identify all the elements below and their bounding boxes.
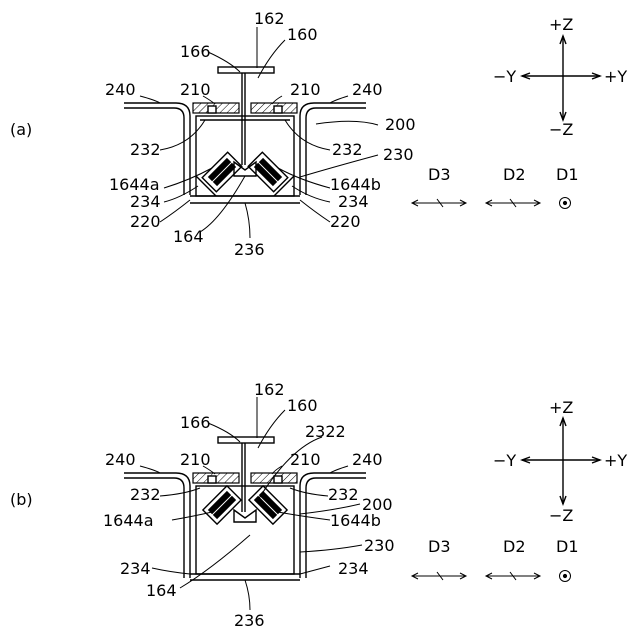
- axis-minus-y: −Y: [493, 67, 516, 86]
- dir-d3: D3: [428, 165, 451, 184]
- slot-right: [274, 106, 282, 113]
- axes-b: +Z −Z −Y +Y: [493, 398, 627, 525]
- label-240-left: 240: [105, 450, 136, 469]
- axis-minus-z: −Z: [549, 506, 573, 525]
- label-210-right: 210: [290, 80, 321, 99]
- actuator-1644b: [248, 152, 288, 192]
- dir-d3: D3: [428, 537, 451, 556]
- axis-minus-y: −Y: [493, 451, 516, 470]
- label-1644b: 1644b: [330, 511, 381, 530]
- panel-label: (b): [10, 490, 33, 509]
- label-230: 230: [364, 536, 395, 555]
- label-210-right: 210: [290, 450, 321, 469]
- label-234-right: 234: [338, 192, 369, 211]
- label-166: 166: [180, 42, 211, 61]
- label-2322: 2322: [305, 422, 346, 441]
- label-160: 160: [287, 396, 318, 415]
- label-200: 200: [385, 115, 416, 134]
- dir-d1: D1: [556, 165, 579, 184]
- dir-d1: D1: [556, 537, 579, 556]
- label-162: 162: [254, 9, 285, 28]
- axis-plus-y: +Y: [604, 67, 627, 86]
- axis-plus-z: +Z: [549, 398, 573, 417]
- slot-left: [208, 476, 216, 483]
- axis-plus-z: +Z: [549, 15, 573, 34]
- top-plate-162: [218, 67, 274, 73]
- label-162: 162: [254, 380, 285, 399]
- panel-a: (a): [10, 9, 627, 259]
- label-232-left: 232: [130, 485, 161, 504]
- label-210-left: 210: [180, 80, 211, 99]
- label-240-right: 240: [352, 80, 383, 99]
- top-plate-162: [218, 437, 274, 443]
- label-220-left: 220: [130, 212, 161, 231]
- label-164: 164: [146, 581, 177, 600]
- slot-right: [274, 476, 282, 483]
- label-240-right: 240: [352, 450, 383, 469]
- label-232-left: 232: [130, 140, 161, 159]
- axis-plus-y: +Y: [604, 451, 627, 470]
- actuator-1644a: [203, 486, 241, 524]
- label-234-left: 234: [130, 192, 161, 211]
- label-164: 164: [173, 227, 204, 246]
- axes-a: +Z −Z −Y +Y: [493, 15, 627, 139]
- label-234-right: 234: [338, 559, 369, 578]
- label-166: 166: [180, 413, 211, 432]
- label-160: 160: [287, 25, 318, 44]
- actuator-1644a: [202, 152, 242, 192]
- directions-b: D3 D2 D1: [412, 537, 579, 582]
- label-232-right: 232: [332, 140, 363, 159]
- label-230: 230: [383, 145, 414, 164]
- dir-d2: D2: [503, 165, 526, 184]
- directions-a: D3 D2 D1: [412, 165, 579, 209]
- panel-b: (b): [10, 380, 627, 630]
- label-220-right: 220: [330, 212, 361, 231]
- label-236: 236: [234, 611, 265, 630]
- label-1644a: 1644a: [103, 511, 154, 530]
- slot-left: [208, 106, 216, 113]
- label-236: 236: [234, 240, 265, 259]
- actuator-1644b: [249, 486, 287, 524]
- label-234-left: 234: [120, 559, 151, 578]
- axis-minus-z: −Z: [549, 120, 573, 139]
- label-240-left: 240: [105, 80, 136, 99]
- panel-label: (a): [10, 120, 32, 139]
- label-210-left: 210: [180, 450, 211, 469]
- label-232-right: 232: [328, 485, 359, 504]
- dir-d2: D2: [503, 537, 526, 556]
